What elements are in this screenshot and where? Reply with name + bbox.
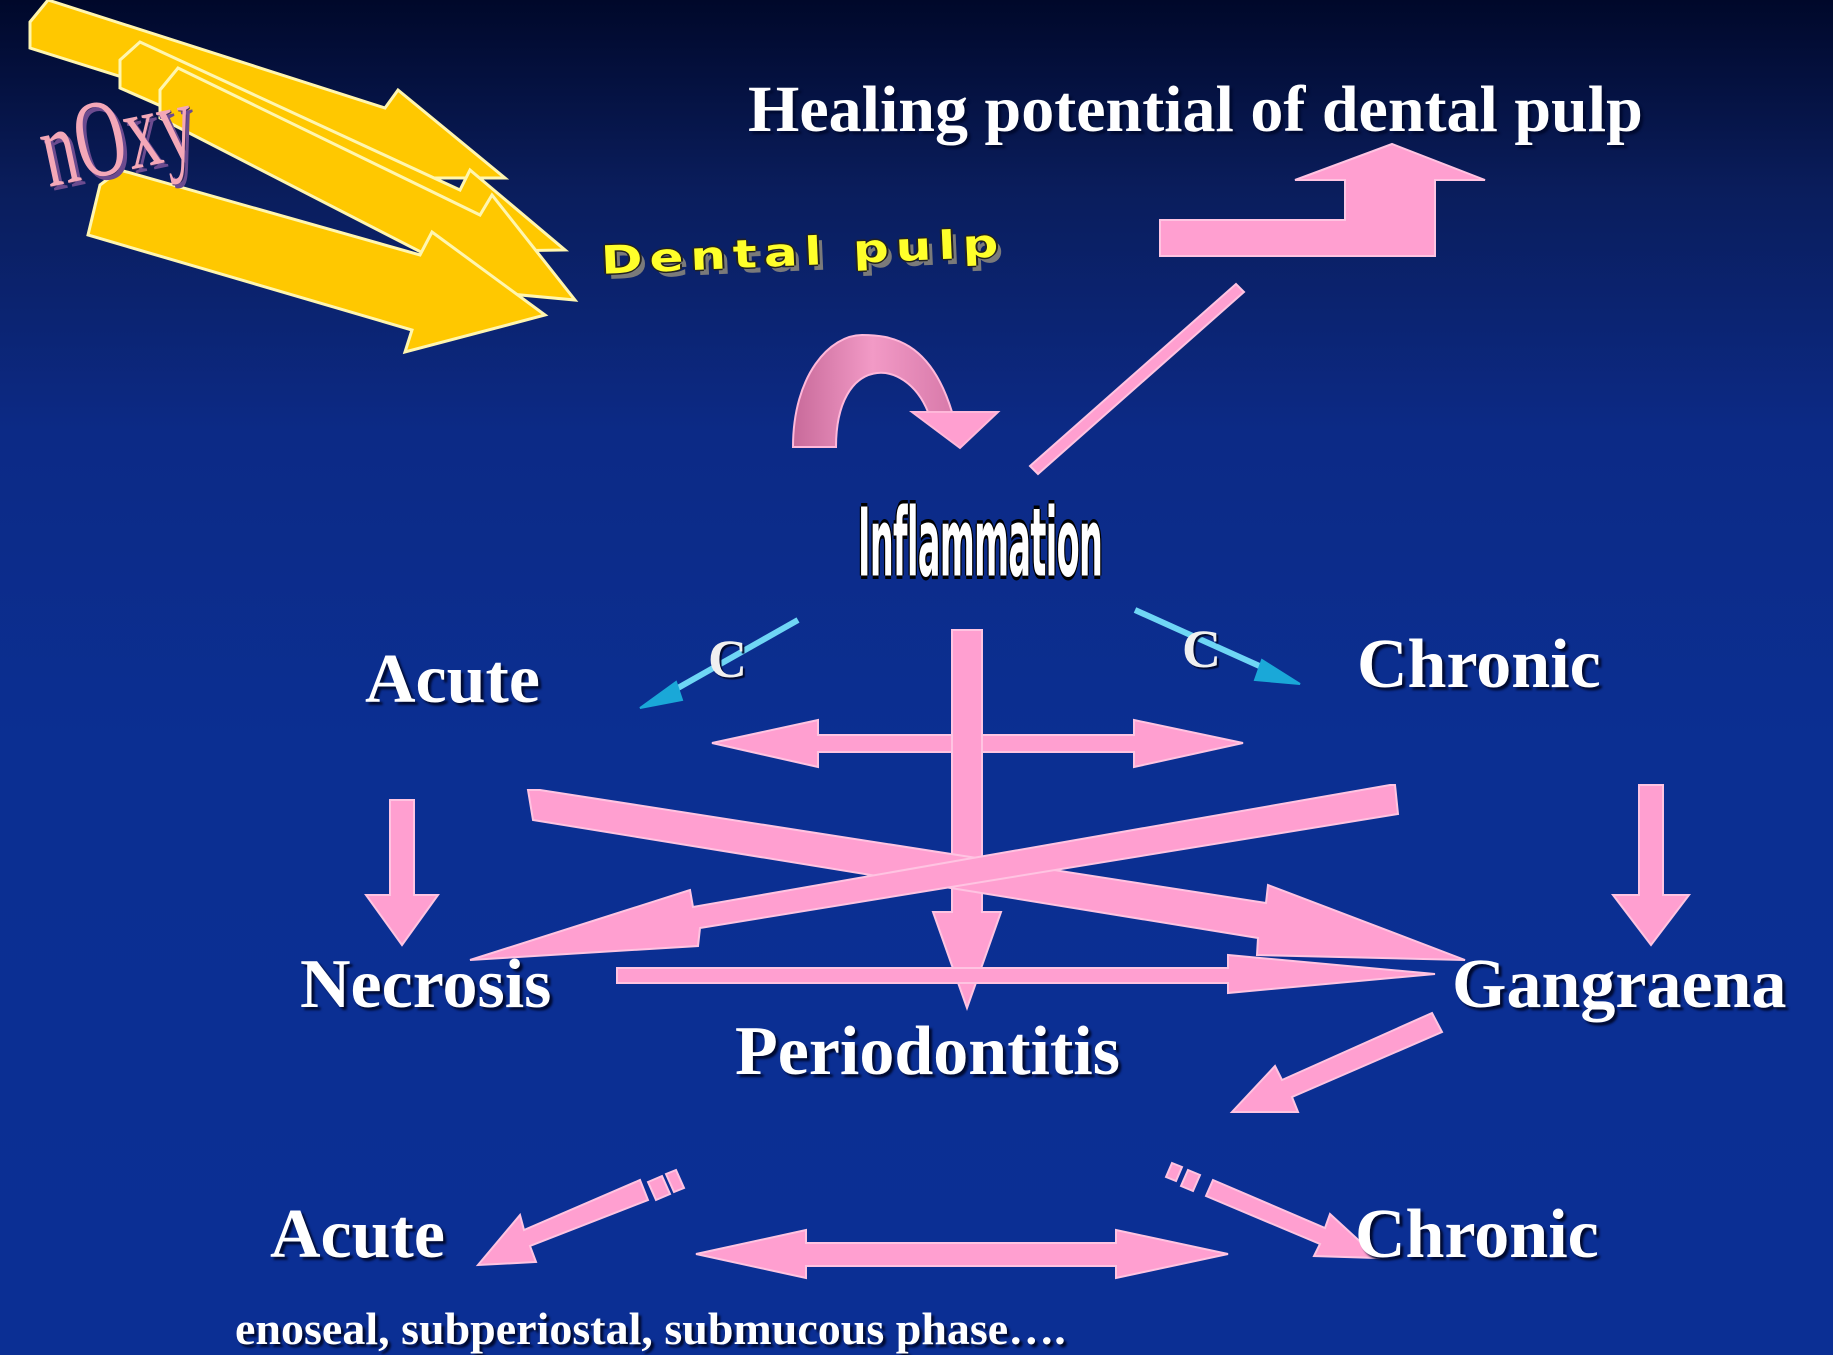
node-chronic: Chronic xyxy=(1357,625,1601,705)
arrow-acute-tail-1 xyxy=(648,1176,670,1200)
c-label-right: C xyxy=(1182,618,1221,680)
node-necrosis: Necrosis xyxy=(300,945,551,1025)
curved-arrow xyxy=(793,335,998,448)
healing-bent-arrow xyxy=(1160,144,1485,256)
node-periodontitis: Periodontitis xyxy=(735,1012,1120,1092)
curved-arrow-head xyxy=(912,412,998,448)
arrow-acute-necrosis xyxy=(366,800,438,945)
c-connector-left-head xyxy=(640,682,682,708)
arrow-to-chronic-periodontitis xyxy=(1206,1180,1378,1258)
c-connector-right-head xyxy=(1255,660,1300,684)
healing-path xyxy=(1030,144,1485,474)
node-gangraena: Gangraena xyxy=(1452,945,1786,1025)
c-label-left: C xyxy=(708,628,747,690)
slide-title: Healing potential of dental pulp xyxy=(748,72,1643,148)
node-acute: Acute xyxy=(365,640,540,720)
arrow-gangraena-down xyxy=(1232,1013,1442,1112)
curved-arrow-body xyxy=(793,335,952,447)
inflammation-label: Inflammation xyxy=(858,488,1102,598)
arrow-inflammation-periodontitis xyxy=(933,630,1001,1008)
node-chronic-periodontitis: Chronic xyxy=(1355,1195,1599,1275)
healing-line xyxy=(1030,284,1244,474)
arrow-chronic-gangraena xyxy=(1613,785,1689,945)
footnote-phases: enoseal, subperiostal, submucous phase…. xyxy=(235,1302,1066,1355)
arrow-necrosis-gangraena xyxy=(617,955,1435,993)
node-acute-periodontitis: Acute xyxy=(270,1195,445,1275)
arrow-chronic-tail-2 xyxy=(1166,1163,1182,1181)
arrow-to-acute-periodontitis xyxy=(478,1180,648,1265)
arrow-periodontitis-acute-chronic xyxy=(696,1230,1228,1278)
arrow-chronic-tail-1 xyxy=(1181,1170,1200,1191)
